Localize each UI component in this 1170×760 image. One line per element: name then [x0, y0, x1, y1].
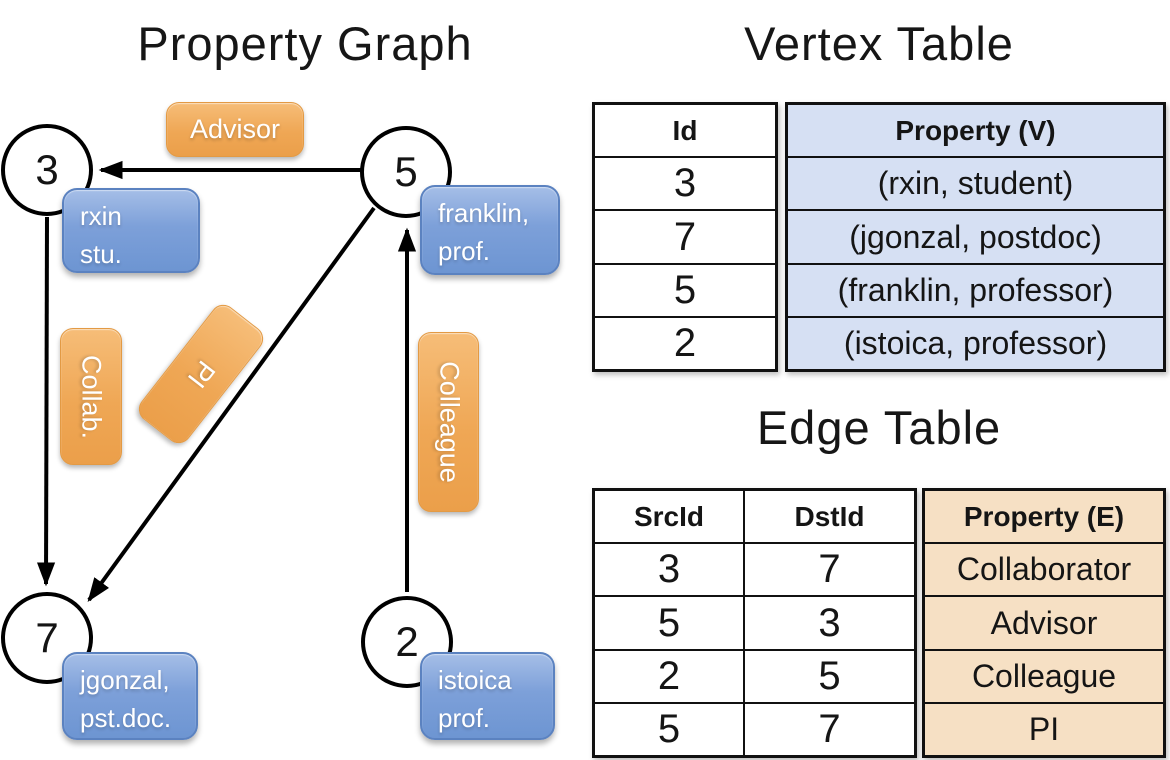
table-row: PI	[925, 701, 1163, 755]
vertex-prop-istoica-line1: istoica	[438, 665, 512, 695]
vertex-prop-istoica-line2: prof.	[438, 702, 491, 733]
table-row: 5 7	[595, 701, 914, 756]
edge-table-header-property: Property (E)	[925, 491, 1163, 542]
vertex-property-cell: (rxin, student)	[877, 165, 1074, 202]
edge-dstid-cell: 7	[743, 703, 914, 756]
edge-label-collab: Collab.	[60, 328, 122, 465]
edge-label-advisor: Advisor	[166, 102, 304, 157]
table-row: Advisor	[925, 595, 1163, 648]
edge-srcid-cell: 5	[657, 706, 681, 751]
table-row: 2 5	[595, 648, 914, 702]
table-row: Colleague	[925, 648, 1163, 702]
vertex-id-header-label: Id	[672, 114, 698, 146]
vertex-id-cell: 7	[673, 214, 697, 259]
table-row: (franklin, professor)	[788, 262, 1163, 316]
vertex-prop-jgonzal-line1: jgonzal,	[80, 665, 170, 695]
edge-label-advisor-text: Advisor	[189, 114, 281, 144]
edge-property-cell: Colleague	[971, 657, 1117, 694]
node-5-id: 5	[394, 148, 418, 195]
table-row: 2	[595, 315, 775, 369]
vertex-table-title: Vertex Table	[744, 17, 1014, 70]
table-row: (rxin, student)	[788, 156, 1163, 209]
vertex-prop-franklin-line2: prof.	[438, 235, 491, 266]
vertex-prop-box-franklin: franklin, prof.	[420, 185, 560, 275]
vertex-prop-box-rxin: rxin stu.	[62, 188, 200, 273]
edge-dstid-cell: 3	[743, 597, 914, 649]
edge-table-property-column: Property (E) Collaborator Advisor Collea…	[922, 488, 1166, 758]
vertex-table-header-property: Property (V)	[788, 105, 1163, 156]
edge-table-title: Edge Table	[756, 401, 1002, 454]
node-3-id: 3	[35, 146, 59, 193]
vertex-property-cell: (franklin, professor)	[837, 271, 1114, 308]
edge-label-collab-text: Collab.	[76, 354, 107, 439]
vertex-prop-rxin-line1: rxin	[80, 201, 122, 231]
edge-collab-3-to-7	[36, 216, 56, 587]
edge-srcid-cell: 5	[657, 600, 681, 645]
edge-table-header-row: SrcId DstId	[595, 491, 914, 543]
edge-srcid-cell: 3	[657, 547, 681, 592]
edge-property-cell: PI	[1028, 710, 1060, 747]
table-row: Collaborator	[925, 542, 1163, 595]
edge-label-pi-text: PI	[181, 355, 222, 394]
edge-srcid-cell: 2	[657, 653, 681, 698]
vertex-property-cell: (jgonzal, postdoc)	[849, 218, 1102, 255]
vertex-id-cell: 5	[673, 267, 697, 312]
property-graph-title: Property Graph	[137, 17, 473, 70]
table-row: 5	[595, 262, 775, 316]
edge-property-cell: Advisor	[990, 604, 1098, 641]
edge-property-cell: Collaborator	[956, 551, 1132, 588]
edge-dstid-cell: 5	[743, 650, 914, 702]
vertex-table-header-id: Id	[595, 105, 775, 156]
edge-label-colleague-text: Colleague	[434, 361, 464, 483]
edge-dstid-cell: 7	[743, 544, 914, 596]
vertex-property-cell: (istoica, professor)	[843, 324, 1108, 361]
edge-srcid-header-label: SrcId	[633, 500, 705, 532]
table-row: (istoica, professor)	[788, 315, 1163, 369]
graph-node-5: 5	[360, 126, 452, 218]
vertex-table-id-column: Id 3 7 5 2	[592, 102, 778, 372]
table-row: (jgonzal, postdoc)	[788, 209, 1163, 262]
vertex-prop-box-jgonzal: jgonzal, pst.doc.	[62, 652, 198, 740]
vertex-table-property-column: Property (V) (rxin, student) (jgonzal, p…	[785, 102, 1166, 372]
vertex-prop-rxin-line2: stu.	[80, 238, 122, 269]
edge-property-header-label: Property (E)	[963, 500, 1125, 532]
vertex-prop-box-istoica: istoica prof.	[420, 652, 555, 740]
table-row: 5 3	[595, 595, 914, 649]
table-row: 7	[595, 209, 775, 262]
vertex-prop-franklin-line1: franklin,	[438, 198, 530, 228]
edge-pi-5-to-7	[87, 206, 376, 602]
table-row: 3 7	[595, 542, 914, 596]
edge-dstid-header-label: DstId	[743, 491, 914, 543]
vertex-id-cell: 3	[673, 161, 697, 206]
vertex-prop-jgonzal-line2: pst.doc.	[80, 702, 172, 733]
vertex-property-header-label: Property (V)	[895, 114, 1056, 146]
edge-label-colleague: Colleague	[418, 332, 479, 512]
graph-node-2: 2	[361, 596, 453, 688]
table-row: 3	[595, 156, 775, 209]
edge-table-src-dst-columns: SrcId DstId 3 7 5 3 2 5 5 7	[592, 488, 917, 758]
vertex-id-cell: 2	[673, 320, 697, 365]
node-7-id: 7	[35, 614, 59, 661]
node-2-id: 2	[395, 618, 419, 665]
